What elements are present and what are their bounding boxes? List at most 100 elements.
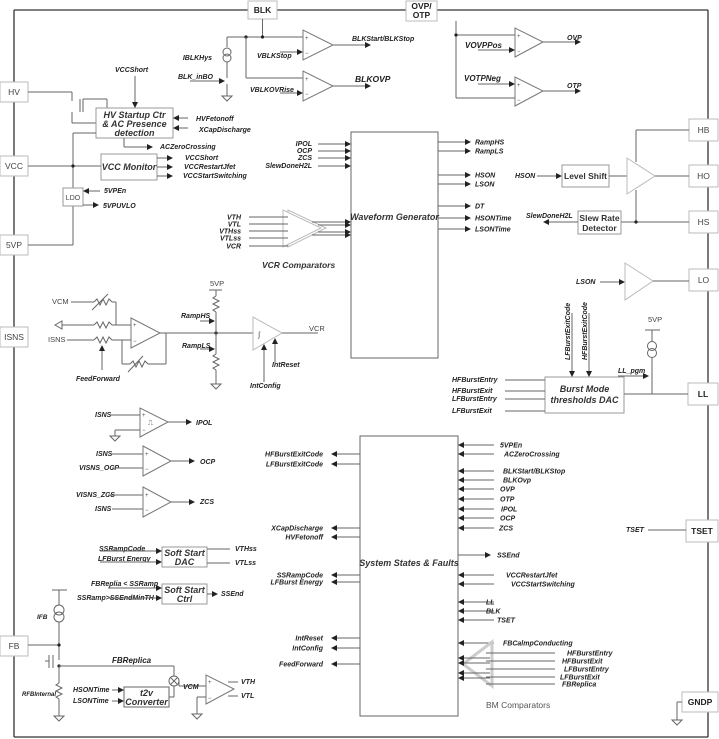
pin-ho[interactable]: HO: [688, 164, 719, 188]
burst-mode-section: Burst Mode thresholds DAC HFBurstEntryHF…: [452, 302, 688, 415]
bm-comparators-caption: BM Comparators: [486, 700, 550, 710]
pin-fb-label: FB: [9, 641, 20, 651]
system-input-label: FBCalmpConducting: [503, 641, 573, 648]
burst-mode-line2: thresholds DAC: [550, 395, 619, 405]
system-input-label: IPOL: [501, 507, 517, 514]
vcr-integrator: [252, 316, 284, 351]
system-input-label: BLKOvp: [503, 478, 532, 485]
pin-gndp[interactable]: GNDP: [681, 691, 719, 713]
system-output-label: HVFetonoff: [285, 535, 323, 542]
intconfig-label: IntConfig: [250, 383, 281, 390]
hv-startup-block: [95, 107, 174, 139]
bm-input-label: HFBurstEntry: [567, 651, 614, 658]
blk-comparator-2: [302, 70, 335, 102]
ovp-otp-section: +− VOVPPos OVP +− VOTPNeg OTP: [454, 21, 582, 107]
pin-5vp[interactable]: 5VP: [0, 234, 29, 256]
fb-vcm-label: VCM: [183, 684, 199, 691]
bm-comparators-symbol: [460, 638, 494, 690]
system-input-label: BLKStart/BLKStop: [503, 469, 566, 476]
ss-ctrl-line2: Ctrl: [177, 594, 193, 604]
pin-vcc[interactable]: VCC: [0, 155, 29, 177]
ovp-out-label: OVP: [567, 35, 582, 42]
system-input-label: TSET: [497, 618, 516, 625]
ocp-in2-label: VISNS_OCP: [79, 465, 119, 472]
burst-input-label: HFBurstEntry: [452, 377, 499, 384]
isns-comparators: ISNS +− ⎍ IPOL ISNS VISNS_OCP +− OCP VIS…: [76, 407, 216, 518]
svg-text:−: −: [145, 467, 149, 473]
system-output-label: LFBurst Energy: [270, 580, 324, 587]
ss-dac-in1: SSRampCode: [99, 546, 145, 553]
waveform-generator-label: Waveform Generator: [350, 212, 439, 222]
vcc-out-restartjfet: VCCRestartJfet: [184, 164, 236, 171]
system-output-label: SSRampCode: [277, 573, 323, 580]
ss-ctrl-in1: FBReplia < SSRamp: [91, 581, 159, 588]
ocp-in1-label: ISNS: [96, 451, 113, 458]
system-input-label: OVP: [500, 487, 515, 494]
pin-ho-label: HO: [697, 171, 710, 181]
pin-gndp-label: GNDP: [688, 697, 713, 707]
waveform-output-label: RampLS: [475, 149, 504, 156]
blk-section: IBLKHys BLK_inBO +− VBLKStop BLKStart/BL…: [178, 19, 415, 102]
bm-input-label: HFBurstExit: [562, 659, 603, 666]
pin-hb-label: HB: [698, 125, 710, 135]
waveform-output-label: HSONTime: [475, 216, 512, 223]
ifb-label: IFB: [37, 614, 48, 621]
pin-hs[interactable]: HS: [688, 210, 719, 234]
burst-mode-dac-block: [544, 376, 625, 414]
pin-lo[interactable]: LO: [688, 268, 719, 292]
system-input-label: BLK: [486, 609, 501, 616]
burst-input-label: LFBurstEntry: [452, 396, 498, 403]
pin-hb[interactable]: HB: [688, 118, 719, 142]
votp-label: VOTPNeg: [464, 74, 501, 83]
ss-dac-in2: LFBurst Energy: [98, 556, 152, 563]
vcr-comparators-caption: VCR Comparators: [262, 260, 335, 270]
pin-tset[interactable]: TSET: [685, 519, 719, 543]
pin-hv[interactable]: HV: [0, 81, 29, 103]
pin-ovp-otp[interactable]: OVP/OTP: [405, 0, 438, 22]
svg-text:+: +: [305, 36, 309, 42]
otp-out-label: OTP: [567, 83, 582, 90]
intreset-label: IntReset: [272, 362, 300, 369]
pin-fb[interactable]: FB: [0, 635, 29, 657]
fb-vtl-label: VTL: [241, 693, 254, 700]
pin-ovp-label: OVP/: [411, 1, 432, 11]
vcr-input-label: VTHss: [219, 229, 241, 236]
t2v-line2: Converter: [125, 697, 168, 707]
waveform-output-label: HSON: [475, 173, 496, 180]
xcapdischarge-label: XCapDischarge: [198, 127, 251, 134]
hv-startup-line1: HV Startup Ctr: [103, 110, 166, 120]
svg-text:−: −: [145, 508, 149, 514]
zcs-in1-label: VISNS_ZCS: [76, 492, 115, 499]
system-states-block: [359, 435, 459, 717]
svg-text:−: −: [305, 51, 309, 57]
waveform-input-label: ZCS: [297, 155, 312, 162]
svg-text:+: +: [142, 413, 146, 419]
svg-text:−: −: [305, 92, 309, 98]
5vpen-label: 5VPEn: [104, 188, 126, 195]
svg-text:+: +: [145, 493, 149, 499]
vcc-out-startswitching: VCCStartSwitching: [183, 173, 248, 180]
aczerocrossing-label: ACZeroCrossing: [159, 144, 216, 151]
system-input-label: VCCStartSwitching: [511, 582, 576, 589]
vcr-input-label: VTH: [227, 215, 242, 222]
i-blkhys-label: IBLKHys: [183, 55, 212, 62]
burst-lfcode-label: LFBurstExitCode: [565, 303, 572, 360]
blkovp-label: BLKOVP: [355, 74, 391, 84]
slewdoneh2l-label: SlewDoneH2L: [526, 213, 573, 220]
pin-isns[interactable]: ISNS: [0, 326, 29, 348]
system-input-label: SSEnd: [497, 553, 520, 560]
vcr-input-label: VTL: [228, 222, 241, 229]
ocp-comparator: [142, 445, 173, 477]
pin-lo-label: LO: [698, 275, 710, 285]
zcs-in2-label: ISNS: [95, 506, 112, 513]
vcr-input-label: VTLss: [220, 236, 241, 243]
ss-dac-out2: VTLss: [235, 560, 256, 567]
ipol-in-label: ISNS: [95, 412, 112, 419]
svg-text:−: −: [142, 428, 146, 434]
driver-hson-label: HSON: [515, 173, 536, 180]
waveform-output-label: DT: [475, 204, 485, 211]
pin-ll[interactable]: LL: [687, 382, 719, 406]
burst-hfcode-label: HFBurstExitCode: [582, 302, 589, 360]
pin-blk[interactable]: BLK: [247, 0, 278, 20]
